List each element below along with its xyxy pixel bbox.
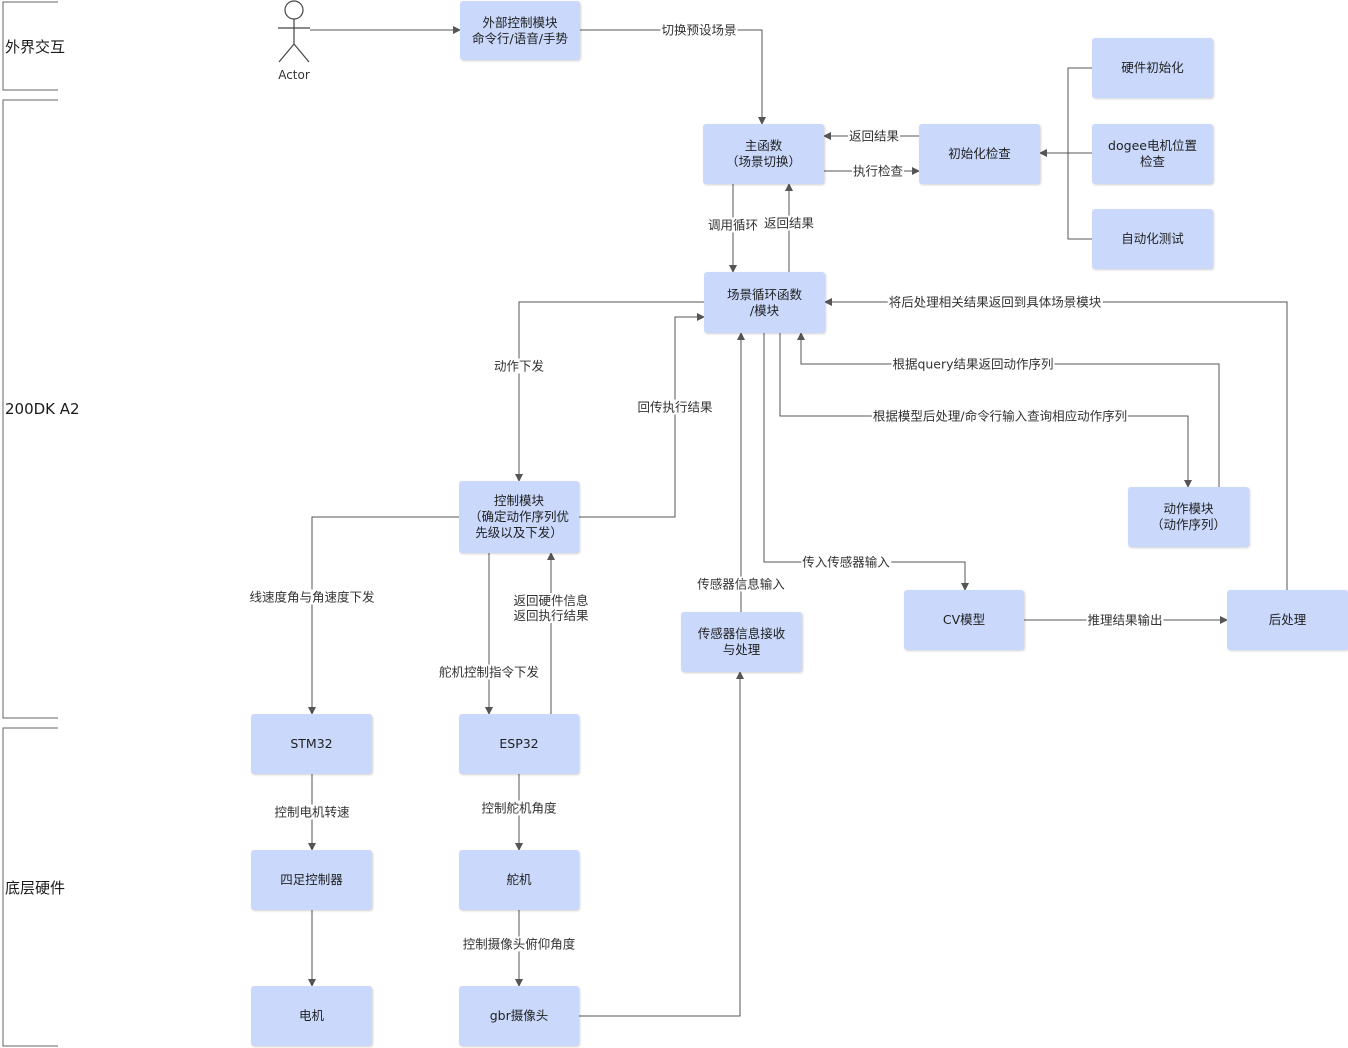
- edge-label-servo-cmd: 舵机控制指令下发: [437, 664, 541, 680]
- edge-label-return-result-2: 返回结果: [762, 215, 816, 231]
- edge-label-cam-angle: 控制摄像头俯仰角度: [461, 936, 577, 952]
- node-camera[interactable]: gbr摄像头: [459, 986, 579, 1046]
- node-action-module[interactable]: 动作模块 （动作序列）: [1128, 487, 1249, 547]
- actor-label: Actor: [278, 68, 310, 82]
- edge-label-query-return: 根据query结果返回动作序列: [891, 356, 1055, 372]
- edge-camera-sensor: [579, 671, 744, 1017]
- node-dogee-motor-check[interactable]: dogee电机位置 检查: [1092, 124, 1213, 184]
- edge-label-action-dispatch: 动作下发: [492, 358, 546, 374]
- lane-label-external: 外界交互: [5, 38, 66, 56]
- node-scene-loop[interactable]: 场景循环函数 /模块: [704, 272, 825, 333]
- edge-label-return-result-1: 返回结果: [847, 128, 901, 144]
- node-external-control[interactable]: 外部控制模块 命令行/语音/手势: [460, 1, 580, 60]
- node-main-function[interactable]: 主函数 （场景切换）: [703, 124, 824, 184]
- edge-switch-scene: [580, 29, 766, 125]
- node-hardware-init[interactable]: 硬件初始化: [1092, 38, 1213, 98]
- edge-action-dispatch: [515, 301, 704, 482]
- edge-label-infer-output: 推理结果输出: [1086, 612, 1164, 628]
- edge-label-velocity: 线速度角与角速度下发: [248, 589, 376, 605]
- edge-label-exec-check: 执行检查: [851, 163, 905, 179]
- edge-exec-return: [579, 313, 705, 518]
- edge-label-switch-scene: 切换预设场景: [660, 22, 738, 38]
- edge-label-sensor-input: 传感器信息输入: [696, 576, 786, 592]
- edge-label-motor-speed: 控制电机转速: [273, 804, 351, 820]
- node-motor[interactable]: 电机: [251, 986, 372, 1046]
- lane-label-hardware: 底层硬件: [5, 879, 66, 897]
- edge-label-query-action: 根据模型后处理/命令行输入查询相应动作序列: [871, 408, 1129, 424]
- node-quadruped-controller[interactable]: 四足控制器: [251, 850, 372, 910]
- node-init-check[interactable]: 初始化检查: [919, 124, 1040, 184]
- node-auto-test[interactable]: 自动化测试: [1092, 209, 1213, 269]
- lane-brackets: [2, 1, 58, 1047]
- edge-label-hw-info: 返回硬件信息 返回执行结果: [512, 593, 590, 623]
- lane-label-board: 200DK A2: [5, 400, 80, 418]
- node-control-module[interactable]: 控制模块 （确定动作序列优 先级以及下发）: [459, 481, 579, 553]
- actor-figure: [278, 0, 310, 63]
- edge-label-post-return: 将后处理相关结果返回到具体场景模块: [887, 294, 1103, 310]
- node-stm32[interactable]: STM32: [251, 714, 372, 774]
- node-servo[interactable]: 舵机: [459, 850, 579, 910]
- edge-label-exec-return: 回传执行结果: [636, 399, 714, 415]
- edge-velocity: [308, 516, 459, 715]
- node-cv-model[interactable]: CV模型: [904, 590, 1024, 650]
- node-sensor-processing[interactable]: 传感器信息接收 与处理: [681, 612, 802, 672]
- edge-label-call-loop: 调用循环: [706, 217, 760, 233]
- node-post-processing[interactable]: 后处理: [1227, 590, 1348, 650]
- edge-sensor-input-in: [763, 333, 969, 591]
- edge-label-servo-angle: 控制舵机角度: [480, 800, 558, 816]
- edge-label-sensor-input-in: 传入传感器输入: [801, 554, 891, 570]
- node-esp32[interactable]: ESP32: [459, 714, 579, 774]
